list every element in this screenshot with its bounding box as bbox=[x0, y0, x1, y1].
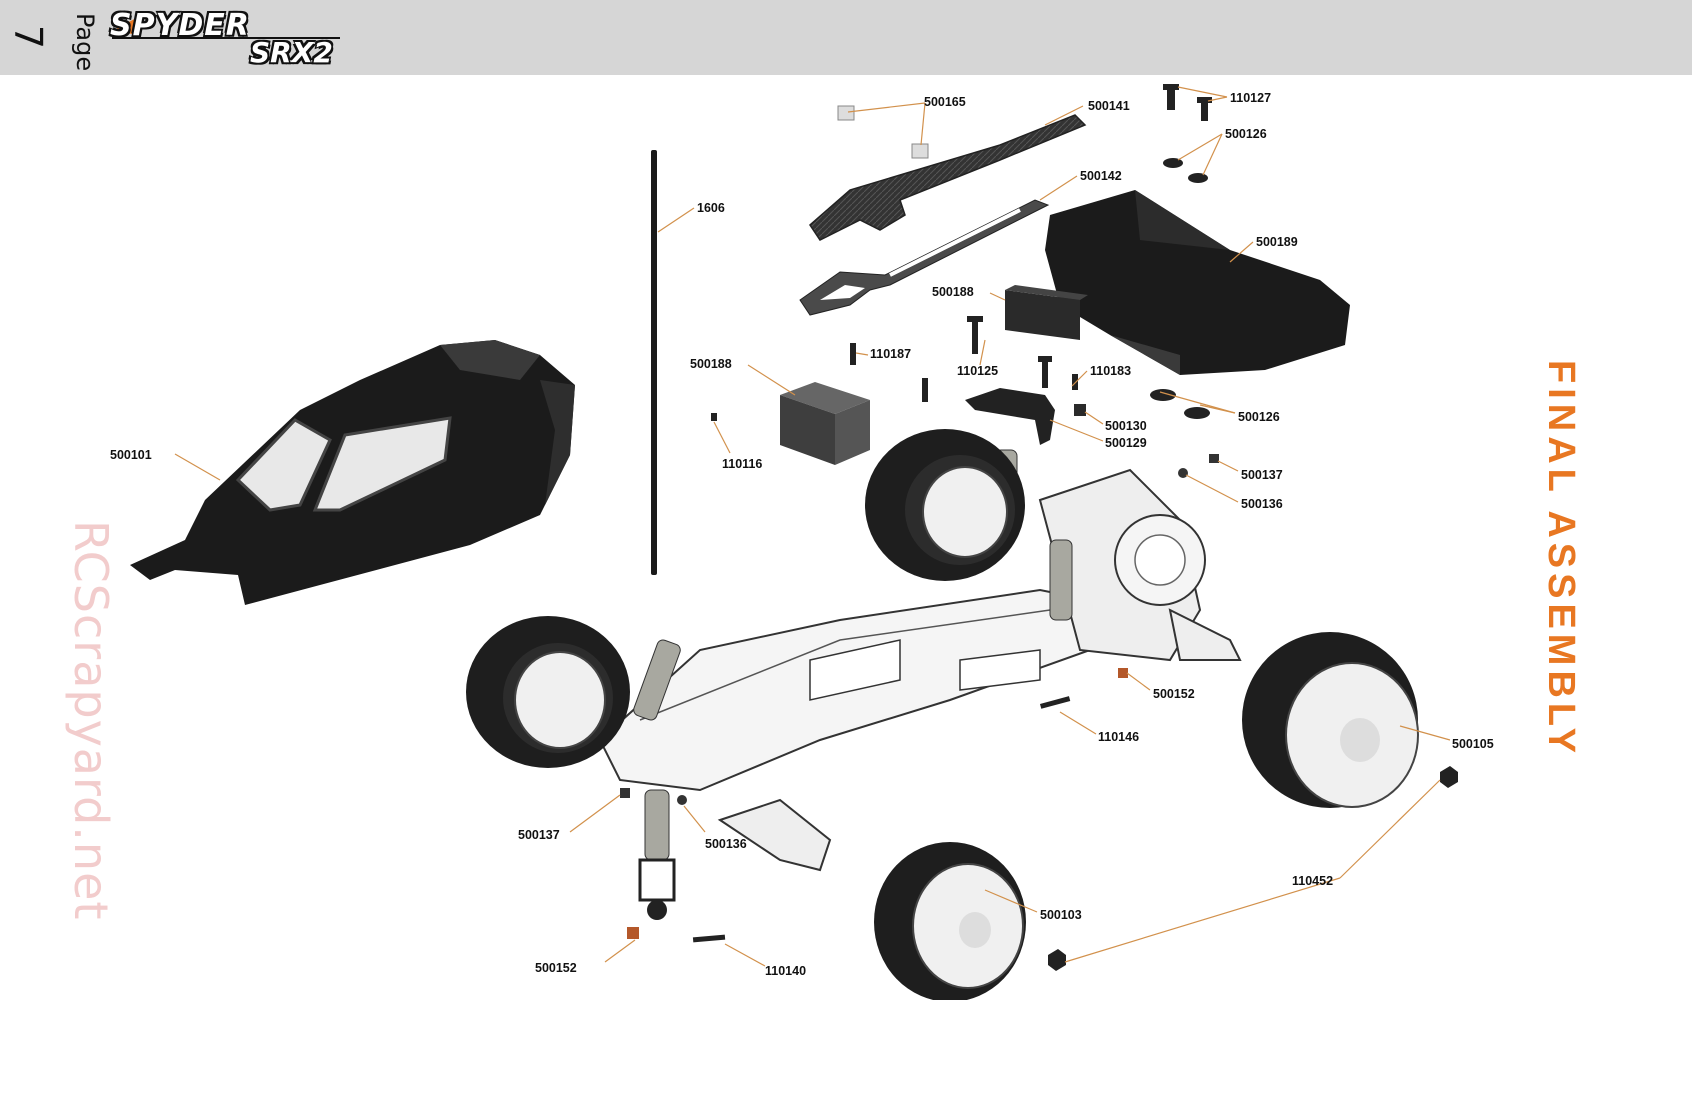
radio-plate bbox=[965, 388, 1055, 445]
exploded-diagram: 500165 500141 110127 500126 1606 500142 … bbox=[110, 84, 1494, 1000]
logo-sub-text: SRX2 bbox=[250, 36, 333, 69]
part-label-500136-right: 500136 bbox=[1241, 497, 1283, 511]
wheel-rear-upper bbox=[865, 429, 1025, 581]
part-label-110116: 110116 bbox=[722, 457, 762, 471]
part-label-110187: 110187 bbox=[870, 347, 911, 361]
part-label-500188-battery: 500188 bbox=[690, 357, 732, 371]
part-label-500137-right: 500137 bbox=[1241, 468, 1283, 482]
part-label-500189: 500189 bbox=[1256, 235, 1298, 249]
page-header: 7 Page SPYDER SRX2 bbox=[0, 0, 1692, 75]
part-label-500152-left: 500152 bbox=[535, 961, 577, 975]
hardware-screws bbox=[620, 84, 1458, 971]
part-label-500188-pad: 500188 bbox=[932, 285, 974, 299]
part-label-110452: 110452 bbox=[1292, 874, 1333, 888]
part-label-500129: 500129 bbox=[1105, 436, 1147, 450]
part-label-110146: 110146 bbox=[1098, 730, 1139, 744]
top-deck-carbon bbox=[809, 114, 1087, 241]
wheel-rear-right bbox=[1242, 632, 1419, 808]
logo-main-text: SPYDER bbox=[110, 8, 250, 43]
part-label-500141: 500141 bbox=[1088, 99, 1130, 113]
part-label-500152-right: 500152 bbox=[1153, 687, 1195, 701]
page-label: Page bbox=[71, 13, 99, 72]
part-label-110127: 110127 bbox=[1230, 91, 1271, 105]
part-labels: 500165 500141 110127 500126 1606 500142 … bbox=[110, 91, 1494, 978]
wheel-front-left bbox=[466, 616, 630, 768]
part-label-500105: 500105 bbox=[1452, 737, 1494, 751]
part-label-500137-left: 500137 bbox=[518, 828, 560, 842]
part-label-500130: 500130 bbox=[1105, 419, 1147, 433]
part-label-110125: 110125 bbox=[957, 364, 998, 378]
part-label-500165: 500165 bbox=[924, 95, 966, 109]
part-label-500142: 500142 bbox=[1080, 169, 1122, 183]
battery-pad bbox=[1005, 285, 1088, 340]
wheel-front-bottom bbox=[874, 842, 1026, 1000]
battery-pack bbox=[780, 382, 870, 465]
part-label-110183: 110183 bbox=[1090, 364, 1131, 378]
spyder-logo: SPYDER SRX2 bbox=[110, 8, 350, 69]
part-label-500136-left: 500136 bbox=[705, 837, 747, 851]
part-label-500126-top: 500126 bbox=[1225, 127, 1267, 141]
part-label-500101: 500101 bbox=[110, 448, 152, 462]
part-label-500103: 500103 bbox=[1040, 908, 1082, 922]
logo-swoosh-icon bbox=[112, 16, 340, 39]
chassis-brace bbox=[799, 199, 1050, 316]
leader-lines bbox=[174, 86, 1451, 967]
antenna-tube bbox=[651, 150, 657, 575]
body-shell bbox=[130, 340, 575, 605]
part-label-110140: 110140 bbox=[765, 964, 806, 978]
part-label-500126-mid: 500126 bbox=[1238, 410, 1280, 424]
chassis-frame bbox=[598, 468, 1242, 872]
page-number: 7 bbox=[6, 24, 50, 50]
part-label-1606: 1606 bbox=[697, 201, 725, 215]
rear-wing bbox=[1045, 190, 1350, 375]
